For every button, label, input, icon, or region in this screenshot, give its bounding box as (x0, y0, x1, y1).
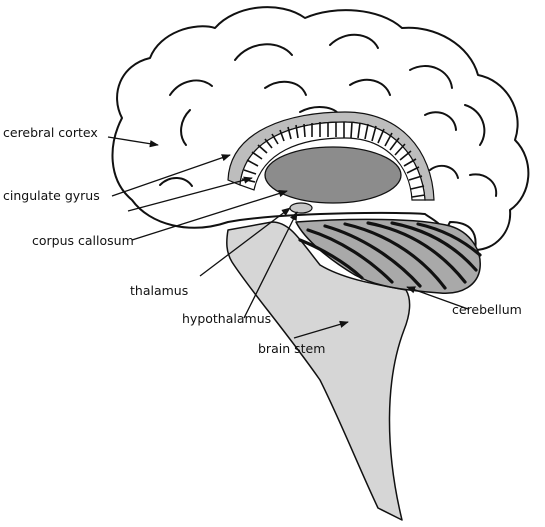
label-brain-stem: brain stem (258, 341, 325, 356)
label-corpus-callosum: corpus callosum (32, 233, 134, 248)
label-cerebral-cortex: cerebral cortex (3, 125, 98, 140)
hypothalamus (290, 203, 312, 213)
label-cingulate-gyrus: cingulate gyrus (3, 188, 100, 203)
thalamus (265, 147, 401, 203)
label-hypothalamus: hypothalamus (182, 311, 271, 326)
label-cerebellum: cerebellum (452, 302, 522, 317)
label-thalamus: thalamus (130, 283, 188, 298)
